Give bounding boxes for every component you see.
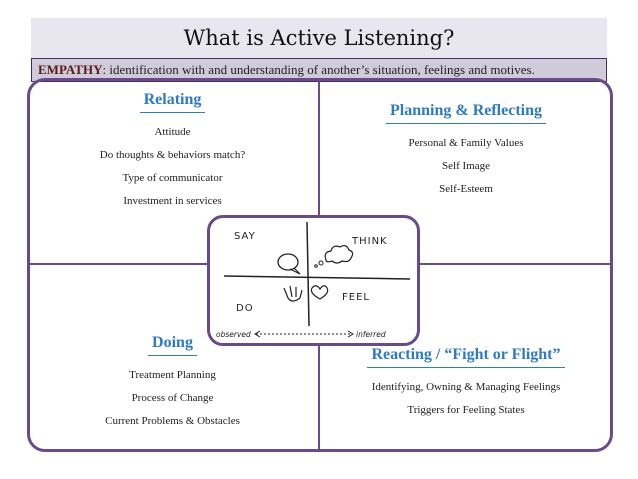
heart-icon: [310, 285, 329, 300]
sketch-label-think: THINK: [351, 236, 388, 247]
quadrant-title-reacting: Reacting / “Fight or Flight”: [367, 345, 565, 368]
list-item: Type of communicator: [122, 172, 223, 184]
sketch-vertical-axis: [306, 221, 310, 327]
sketch-label-inferred: inferred: [356, 330, 386, 339]
empathy-text: : identification with and understanding …: [102, 62, 535, 77]
quadrant-title-relating: Relating: [139, 90, 206, 113]
list-item: Treatment Planning: [129, 369, 216, 381]
list-item: Do thoughts & behaviors match?: [99, 149, 246, 161]
quadrant-relating: Relating Attitude Do thoughts & behavior…: [30, 90, 315, 213]
quadrant-doing: Doing Treatment Planning Process of Chan…: [30, 333, 315, 433]
quadrant-title-doing: Doing: [148, 333, 197, 356]
quadrant-frame: [27, 78, 613, 452]
sketch-horizontal-axis: [223, 275, 411, 280]
list-item: Attitude: [154, 126, 191, 138]
quadrant-planning-reflecting: Planning & Reflecting Personal & Family …: [321, 101, 611, 201]
sketch-label-do: DO: [236, 303, 254, 314]
thought-cloud-icon: [314, 244, 354, 268]
say-think-do-feel-sketch: SAY THINK DO FEEL observed inferred: [207, 215, 420, 346]
sketch-label-say: SAY: [234, 231, 256, 242]
list-item: Personal & Family Values: [408, 137, 524, 149]
arrow-left-icon: [254, 330, 261, 338]
sketch-label-observed: observed: [216, 330, 251, 339]
sketch-canvas: SAY THINK DO FEEL observed inferred: [216, 221, 411, 339]
list-item: Investment in services: [123, 195, 222, 207]
list-item: Self Image: [442, 160, 490, 172]
arrow-right-icon: [347, 330, 354, 338]
page-title: What is Active Listening?: [31, 18, 607, 58]
hand-icon: [283, 285, 303, 302]
empathy-term: EMPATHY: [38, 62, 103, 77]
quadrant-title-planning: Planning & Reflecting: [386, 101, 546, 124]
list-item: Identifying, Owning & Managing Feelings: [371, 381, 561, 393]
list-item: Current Problems & Obstacles: [105, 415, 240, 427]
list-item: Self-Esteem: [439, 183, 493, 195]
quadrant-reacting: Reacting / “Fight or Flight” Identifying…: [321, 345, 611, 422]
list-item: Triggers for Feeling States: [407, 404, 525, 416]
sketch-label-feel: FEEL: [342, 292, 370, 303]
speech-bubble-icon: [277, 253, 301, 275]
list-item: Process of Change: [131, 392, 214, 404]
